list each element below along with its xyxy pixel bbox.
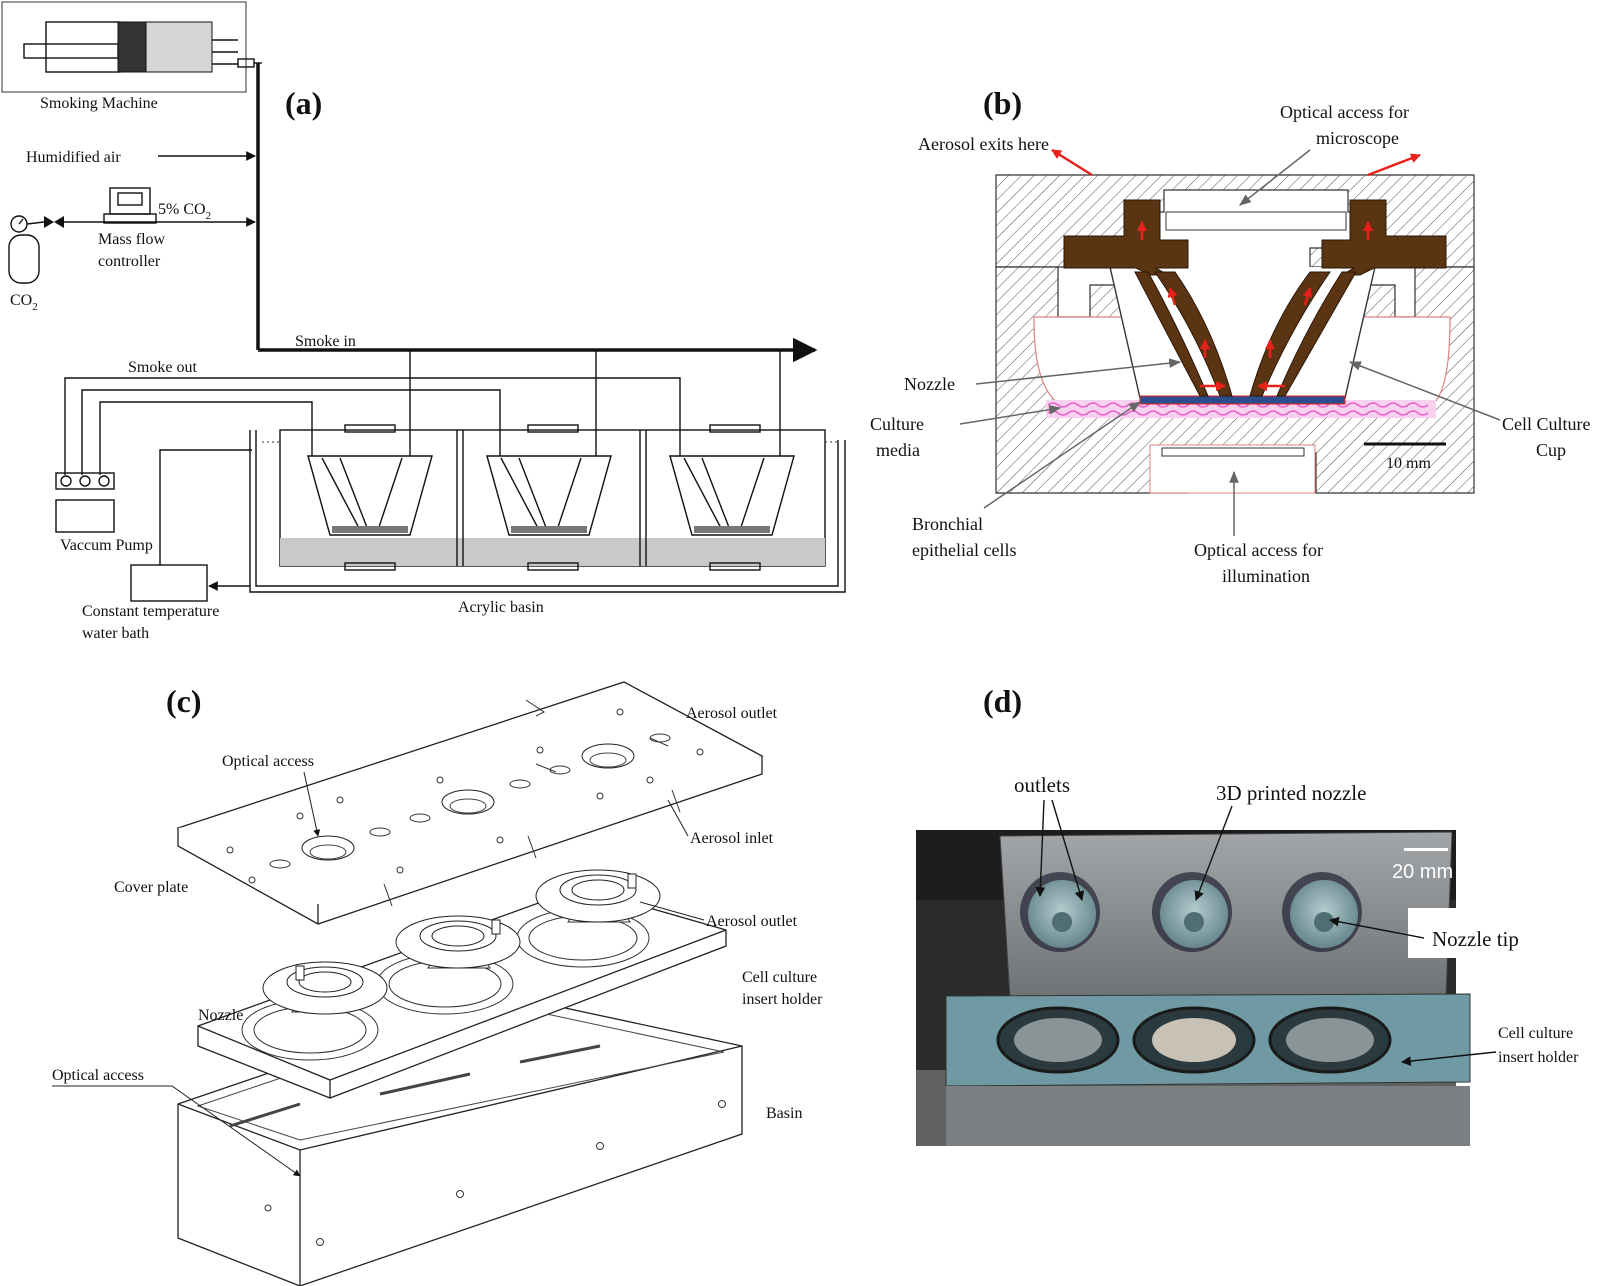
co2-flow-label: 5% CO2 [158,201,211,222]
basin-label: Basin [766,1105,802,1122]
optical-illumination-label-2: illumination [1222,566,1310,586]
cell-holder-c-label-2: insert holder [742,991,823,1008]
optical-microscope-label-2: microscope [1316,128,1399,148]
chamber-photo [916,830,1471,1146]
co2-flow-sub: 2 [206,210,212,222]
cover-plate-drawing [176,681,764,925]
optical-illumination-label-1: Optical access for [1194,540,1323,560]
mass-flow-label-1: Mass flow [98,231,166,248]
panel-b: (b) [870,85,1591,586]
scale-bar-d-label: 20 mm [1392,861,1453,883]
culture-media-label-2: media [876,440,920,460]
panel-c: (c) [52,681,823,1286]
co2-flow-text: 5% CO [158,201,206,218]
culture-media-label-1: Culture [870,414,924,434]
aerosol-inlet-label: Aerosol inlet [690,830,774,847]
optical-access-top-label: Optical access [222,753,314,770]
panel-c-tag: (c) [166,683,202,719]
outlets-label: outlets [1014,773,1070,797]
humidified-air-label: Humidified air [26,149,121,166]
vacuum-pump-label: Vaccum Pump [60,537,153,554]
aerosol-outlet-top-label: Aerosol outlet [686,705,778,722]
insert-holder-drawing [197,887,727,1099]
cell-culture-cup-label-1: Cell Culture [1502,414,1591,434]
optical-access-bottom-label: Optical access [52,1067,144,1084]
panel-a: (a) Smoking Machine Humidified air 5 [1,1,846,642]
co2-cylinder-label: CO2 [10,292,38,313]
smoke-out-label: Smoke out [128,359,197,376]
aerosol-exits-label: Aerosol exits here [918,134,1049,154]
chamber-cross-section [995,148,1475,494]
bronchial-cells-label-2: epithelial cells [912,540,1016,560]
cover-plate-label: Cover plate [114,879,188,896]
acrylic-basin [262,424,838,571]
nozzle-b-label: Nozzle [904,374,955,394]
nozzle-tip-label: Nozzle tip [1432,927,1519,951]
mass-flow-label-2: controller [98,253,161,270]
panel-d: (d) 20 mm [916,683,1579,1146]
smoking-machine-label: Smoking Machine [40,95,158,112]
scale-bar-b-label: 10 mm [1386,455,1431,472]
cell-holder-c-label-1: Cell culture [742,969,817,986]
cell-holder-d-label-1: Cell culture [1498,1025,1573,1042]
co2-text: CO [10,292,32,309]
nozzle-c-label: Nozzle [198,1007,243,1024]
vacuum-pump [55,472,115,533]
nozzles-drawing [262,869,661,1015]
smoke-in-label: Smoke in [295,333,356,350]
water-bath-label-2: water bath [82,625,149,642]
smoking-machine [1,1,255,93]
bronchial-cells-label-1: Bronchial [912,514,983,534]
aerosol-outlet-mid-label: Aerosol outlet [706,913,798,930]
optical-microscope-label-1: Optical access for [1280,102,1409,122]
panel-d-tag: (d) [983,683,1022,719]
panel-a-tag: (a) [285,85,322,121]
acrylic-basin-label: Acrylic basin [458,599,544,616]
printed-nozzle-label: 3D printed nozzle [1216,781,1366,805]
panel-b-tag: (b) [983,85,1022,121]
water-bath-label-1: Constant temperature [82,603,219,620]
co2-sub: 2 [32,301,38,313]
cell-culture-cup-label-2: Cup [1536,440,1566,460]
water-bath [130,564,208,602]
cell-holder-d-label-2: insert holder [1498,1049,1579,1066]
